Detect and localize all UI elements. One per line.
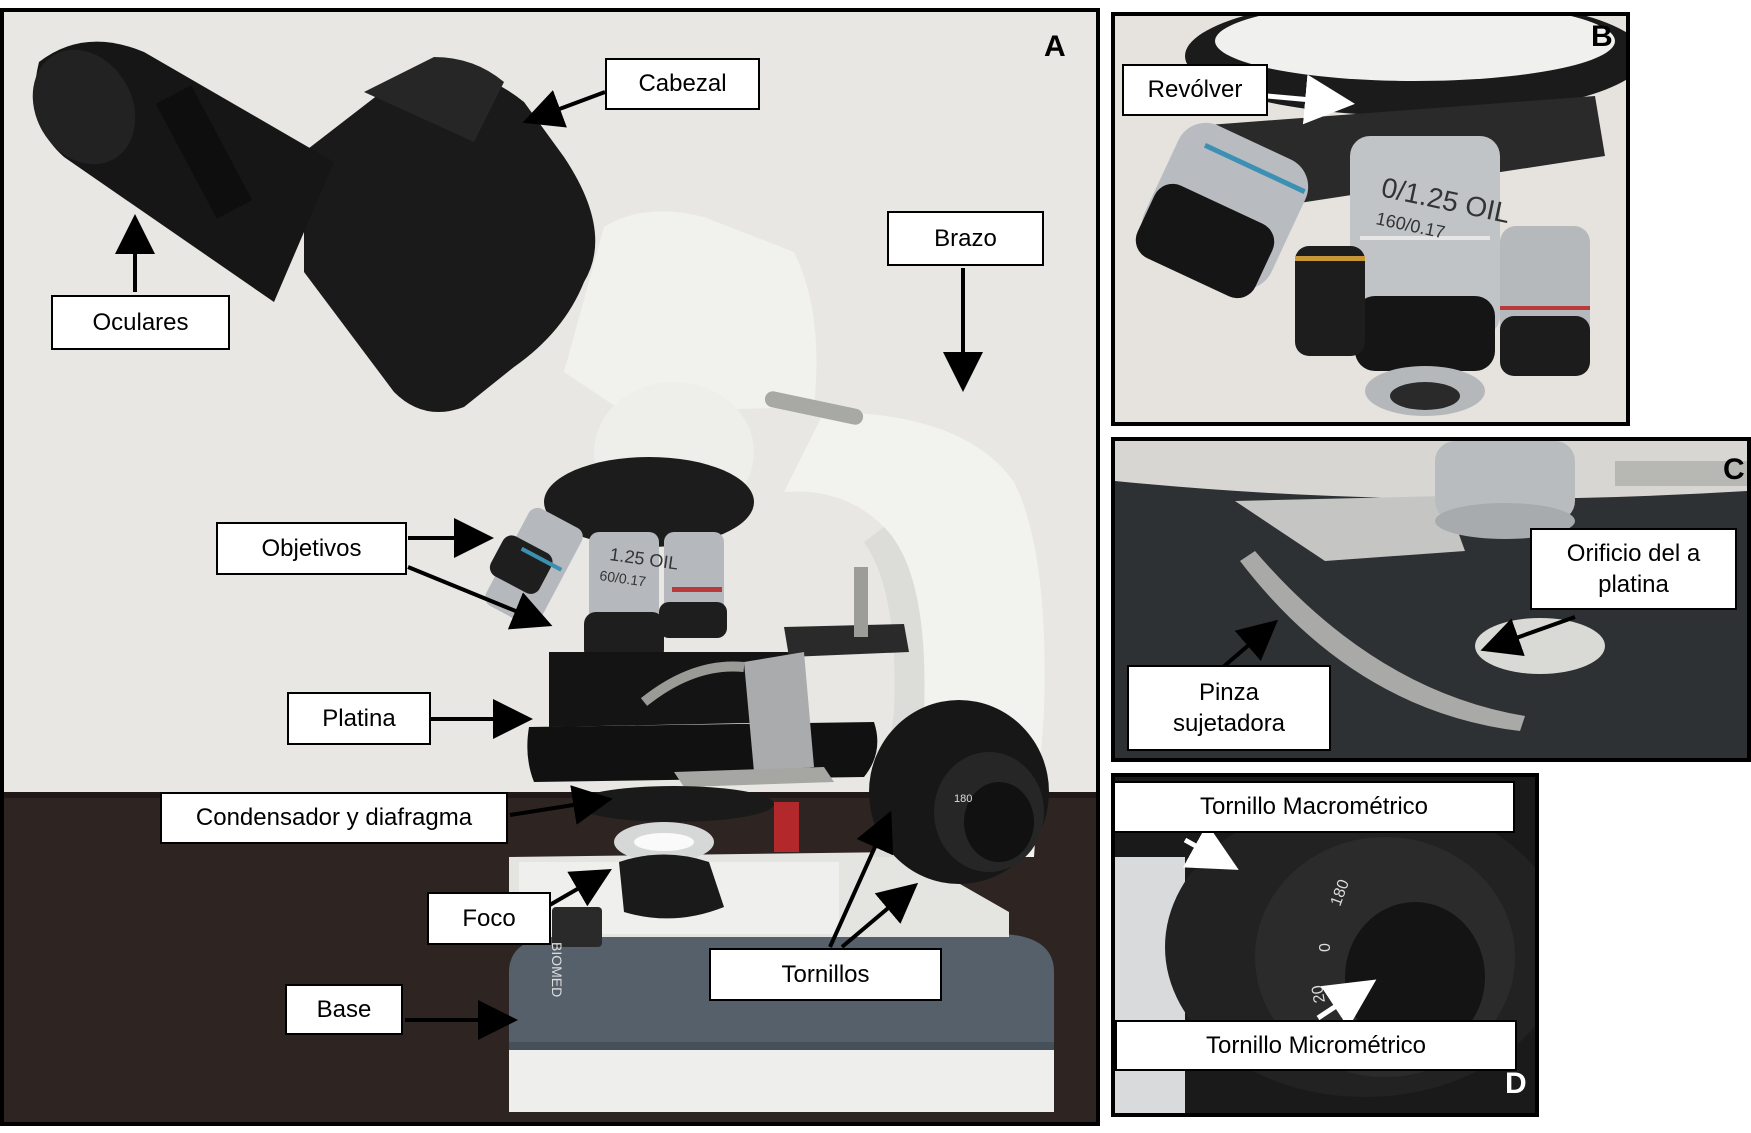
label-objetivos: Objetivos bbox=[216, 522, 407, 575]
dial-number-20: 20 bbox=[1309, 984, 1329, 1005]
label-foco: Foco bbox=[427, 892, 551, 945]
panel-letter-a: A bbox=[1044, 30, 1066, 63]
dial-number-a: 180 bbox=[954, 793, 972, 805]
label-micrometrico: Tornillo Micrométrico bbox=[1115, 1020, 1517, 1071]
brand-text: BIOMED bbox=[549, 942, 565, 997]
label-tornillos: Tornillos bbox=[709, 948, 942, 1001]
label-condensador: Condensador y diafragma bbox=[160, 792, 508, 844]
panel-letter-c: C bbox=[1723, 453, 1745, 486]
label-macrometrico: Tornillo Macrométrico bbox=[1113, 781, 1515, 833]
label-orificio: Orificio del a platina bbox=[1530, 528, 1737, 610]
label-base: Base bbox=[285, 984, 403, 1035]
panel-a: 1.25 OIL 60/0.17 180 BIOMED A bbox=[0, 8, 1100, 1126]
label-brazo: Brazo bbox=[887, 211, 1044, 266]
objective-marking-a2: 60/0.17 bbox=[599, 567, 648, 589]
label-platina: Platina bbox=[287, 692, 431, 745]
label-revolver: Revólver bbox=[1122, 64, 1268, 116]
panel-letter-b: B bbox=[1591, 20, 1613, 53]
dial-number-0: 0 bbox=[1317, 943, 1334, 952]
microscope-photo-full: 1.25 OIL 60/0.17 180 BIOMED bbox=[4, 12, 1096, 1122]
label-pinza: Pinza sujetadora bbox=[1127, 665, 1331, 751]
panel-letter-d: D bbox=[1505, 1067, 1527, 1100]
label-oculares: Oculares bbox=[51, 295, 230, 350]
label-cabezal: Cabezal bbox=[605, 58, 760, 110]
